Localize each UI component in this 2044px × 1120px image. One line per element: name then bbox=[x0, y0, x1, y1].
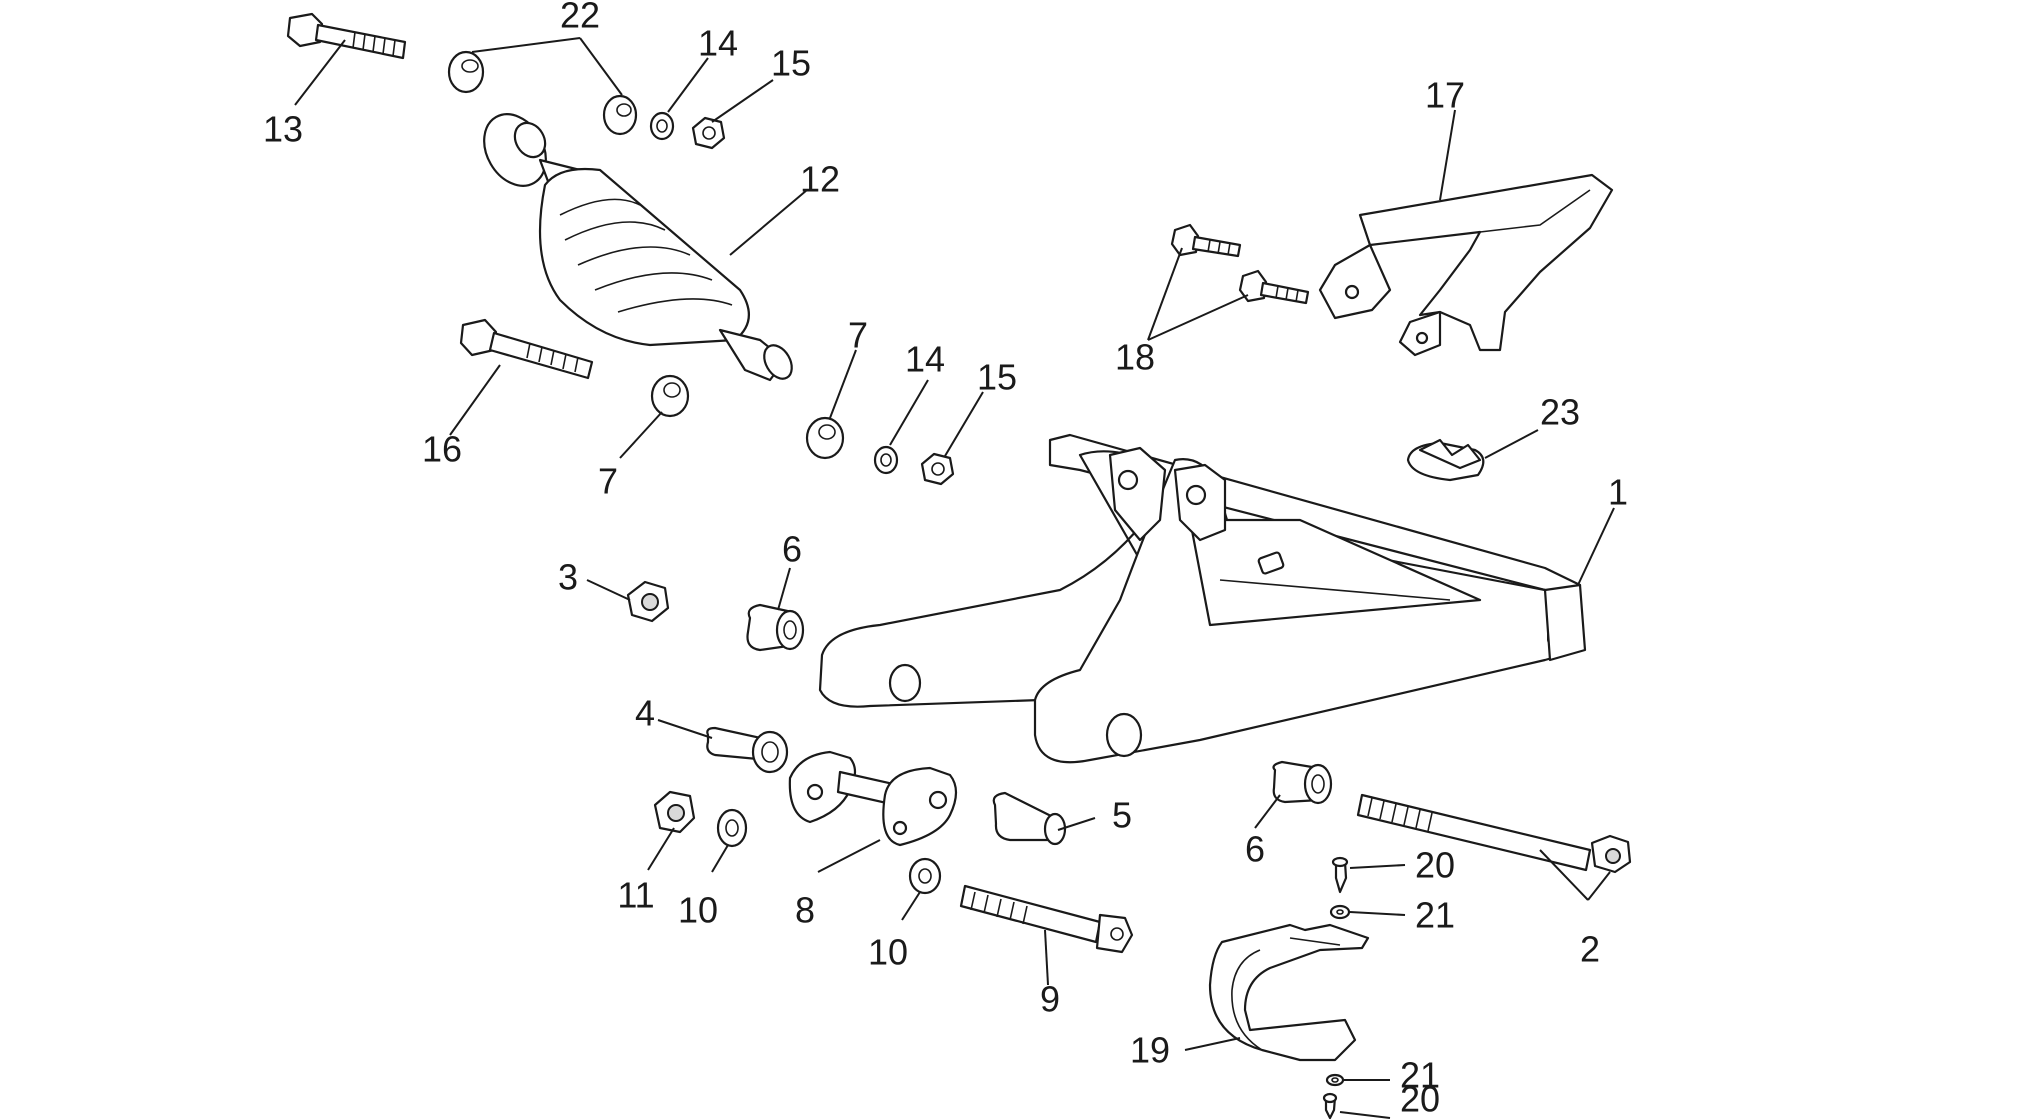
screw-20-part bbox=[1322, 856, 1349, 1120]
callout-2: 2 bbox=[1580, 929, 1600, 970]
clip-23-part bbox=[1406, 438, 1485, 482]
spacer-6-lower-part bbox=[1272, 760, 1333, 805]
callout-6-lower: 6 bbox=[1245, 829, 1265, 870]
upper-bolt-part bbox=[286, 12, 407, 60]
nut-11-part bbox=[653, 790, 696, 834]
callout-12: 12 bbox=[800, 159, 840, 200]
bushing-7-part bbox=[650, 374, 845, 460]
washer-21-part bbox=[1325, 904, 1351, 1087]
pin-4-part bbox=[706, 726, 789, 774]
lower-bolt-part bbox=[459, 318, 594, 380]
callout-10-right: 10 bbox=[868, 932, 908, 973]
callout-15: 15 bbox=[771, 43, 811, 84]
washer-10-part bbox=[716, 808, 942, 895]
callout-21-lower: 21 bbox=[1400, 1055, 1440, 1096]
shock-absorber-part bbox=[483, 113, 793, 382]
callout-17: 17 bbox=[1425, 75, 1465, 116]
callout-5: 5 bbox=[1112, 795, 1132, 836]
chain-slider-19-part bbox=[1208, 923, 1370, 1062]
spacer-6-upper-part bbox=[746, 603, 805, 652]
callout-3: 3 bbox=[558, 557, 578, 598]
nut-15-part bbox=[691, 116, 955, 486]
axle-bolt-2-part bbox=[1356, 793, 1632, 874]
callout-8: 8 bbox=[795, 890, 815, 931]
callout-6-upper: 6 bbox=[782, 529, 802, 570]
callout-10-left: 10 bbox=[678, 890, 718, 931]
guard-screws-part bbox=[1170, 223, 1310, 305]
link-plate-part bbox=[788, 750, 958, 847]
callout-20-upper: 20 bbox=[1415, 845, 1455, 886]
chain-guard-part bbox=[1318, 173, 1614, 357]
nut-3-part bbox=[626, 580, 670, 623]
callout-23: 23 bbox=[1540, 392, 1580, 433]
callout-21-upper: 21 bbox=[1415, 895, 1455, 936]
callout-15-lower: 15 bbox=[977, 357, 1017, 398]
callout-11: 11 bbox=[617, 875, 654, 916]
callout-4: 4 bbox=[635, 693, 655, 734]
callout-14-lower: 14 bbox=[905, 339, 945, 380]
washer-14-part bbox=[649, 111, 899, 475]
callout-16: 16 bbox=[422, 429, 462, 470]
callout-labels: 13 22 14 15 12 17 18 23 1 16 7 7 14 15 3… bbox=[263, 0, 1628, 1120]
callout-1: 1 bbox=[1608, 472, 1628, 513]
bushing-22-part bbox=[447, 50, 638, 136]
callout-7-right: 7 bbox=[848, 315, 868, 356]
callout-14: 14 bbox=[698, 23, 738, 64]
callout-20-lower: 20 bbox=[1400, 1079, 1440, 1120]
callout-7-left: 7 bbox=[598, 461, 618, 502]
swingarm-part bbox=[818, 433, 1587, 764]
callout-13: 13 bbox=[263, 109, 303, 150]
callout-22: 22 bbox=[560, 0, 600, 36]
bolt-5-part bbox=[992, 791, 1067, 846]
leader-lines bbox=[294, 37, 1615, 1119]
long-bolt-9-part bbox=[959, 884, 1134, 954]
callout-19: 19 bbox=[1130, 1030, 1170, 1071]
callout-18: 18 bbox=[1115, 337, 1155, 378]
callout-9: 9 bbox=[1040, 979, 1060, 1020]
